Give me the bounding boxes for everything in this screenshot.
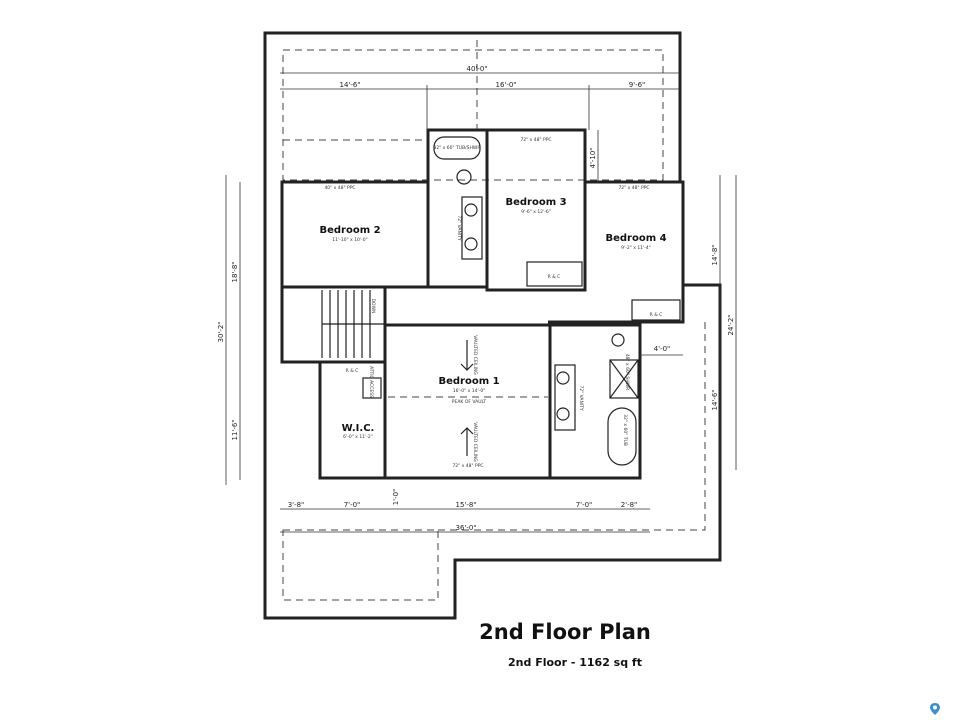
dim-bottom-2: 7'-0" (344, 501, 361, 509)
bedroom-4-label: Bedroom 4 (605, 233, 666, 244)
stairs (321, 290, 385, 358)
master-tub-label: 32" x 60" TUB (622, 414, 628, 446)
bedroom-2-label: Bedroom 2 (319, 225, 380, 236)
dimension-lines (225, 72, 737, 533)
tub-shower-label: 32" x 60" TUB/SHWR (433, 145, 480, 151)
bedroom-1-size: 16'-0" x 14'-0" (453, 388, 486, 394)
dim-bottom-4: 15'-8" (455, 501, 476, 509)
dim-top-offset: 4'-10" (589, 147, 597, 168)
dim-right-offset: 4'-0" (654, 345, 671, 353)
wic-walls (318, 360, 387, 480)
dim-bottom-3: 1'-0" (392, 489, 400, 506)
dim-bottom-total: 36'-0" (455, 524, 476, 532)
master-shower-label: 48" x 60" SHWR (624, 354, 630, 390)
rc-wic: R & C (346, 368, 359, 374)
bedroom-3-size: 9'-6" x 12'-6" (521, 209, 551, 215)
window-bedroom-1: 72" x 48" PPC (452, 463, 483, 469)
rc-bedroom-3: R & C (548, 274, 561, 280)
attic-access: ATTIC ACCESS (368, 366, 374, 398)
dim-left-total: 30'-2" (217, 321, 225, 342)
dim-top-mid: 16'-0" (495, 81, 516, 89)
bedroom-2-size: 11'-10" x 10'-0" (332, 237, 367, 243)
bedroom-4-size: 9'-2" x 11'-4" (621, 245, 651, 251)
dim-bottom-1: 3'-8" (288, 501, 305, 509)
dim-left-upper: 18'-8" (231, 261, 239, 282)
dim-right-upper: 14'-8" (711, 244, 719, 265)
wic-label: W.I.C. (342, 423, 375, 434)
dim-top-total: 40'-0" (466, 65, 487, 73)
stairs-down: DOWN (370, 299, 376, 314)
bedroom-1-label: Bedroom 1 (438, 376, 499, 387)
vaulted-ceiling-top: VAULTED CEILING (472, 335, 478, 375)
window-bedroom-2: 40" x 48" PPC (324, 185, 355, 191)
dim-left-lower: 11'-6" (231, 419, 239, 440)
bedroom-3-walls (485, 128, 587, 292)
plan-title: 2nd Floor Plan (479, 620, 651, 644)
location-pin-icon (930, 703, 940, 715)
master-vanity-label: 72" VANITY (578, 385, 584, 411)
dimension-labels: 40'-0" 14'-6" 16'-0" 9'-6" 4'-10" 18'-8"… (217, 65, 735, 532)
hall-vanity-label: 72" VANITY (456, 215, 462, 241)
window-bedroom-4: 72" x 48" PPC (618, 185, 649, 191)
master-bath-walls (550, 323, 642, 480)
dim-right-total: 24'-2" (727, 314, 735, 335)
dim-top-right: 9'-6" (629, 81, 646, 89)
dim-bottom-6: 2'-8" (621, 501, 638, 509)
wic-size: 6'-0" x 11'-2" (343, 434, 373, 440)
tub-shower (433, 136, 481, 160)
dim-top-left: 14'-6" (339, 81, 360, 89)
bedroom-3-label: Bedroom 3 (505, 197, 566, 208)
window-bedroom-3: 72" x 48" PPC (520, 137, 551, 143)
peak-of-vault: PEAK OF VAULT (452, 399, 487, 405)
vaulted-ceiling-bottom: VAULTED CEILING (472, 422, 478, 462)
bedroom-4-walls (548, 180, 685, 324)
dim-right-lower: 14'-6" (711, 389, 719, 410)
plan-subtitle: 2nd Floor - 1162 sq ft (508, 656, 642, 669)
dim-bottom-5: 7'-0" (576, 501, 593, 509)
room-labels: Bedroom 2 11'-10" x 10'-0" Bedroom 3 9'-… (319, 137, 666, 469)
hall-bath-walls (426, 128, 489, 289)
rc-bedroom-4: R & C (650, 312, 663, 318)
